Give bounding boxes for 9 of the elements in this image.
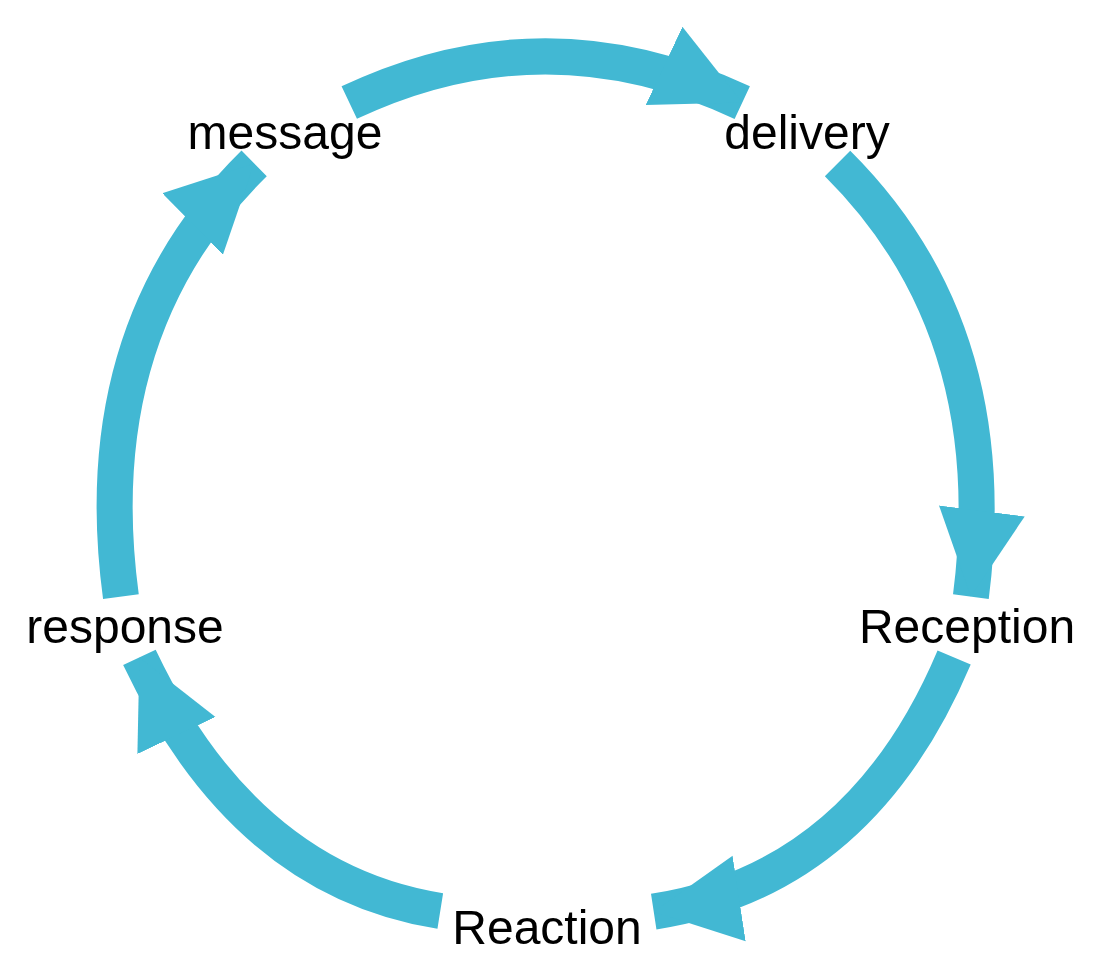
stage-label: message [175,102,395,164]
stage-label: Reception [846,596,1088,658]
stage-label: response [14,596,236,658]
curved-arrow [342,28,750,120]
stage-label: delivery [712,102,902,164]
curved-arrow [123,649,444,929]
curved-arrow [824,151,1023,599]
stage-label: Reaction [440,897,654,957]
curved-arrow [96,151,268,599]
